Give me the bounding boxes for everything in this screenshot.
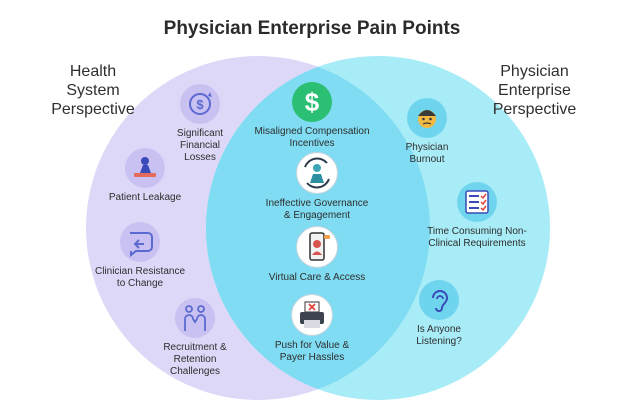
leaving-person-icon [125,148,165,188]
left-item-label: Clinician Resistance to Change [94,266,186,289]
right-item-listening: Is Anyone Listening? [374,280,504,348]
left-item-clinician-resistance: Clinician Resistance to Change [75,222,205,290]
center-item-label: Misaligned Compensation Incentives [254,126,370,149]
right-item-burnout: Physician Burnout [362,98,492,166]
center-item-virtual-care: Virtual Care & Access [252,226,382,284]
printer-icon [291,294,333,336]
undo-arrow-icon [120,222,160,262]
checklist-icon [457,182,497,222]
center-item-label: Push for Value & Payer Hassles [274,340,350,363]
left-heading-text: Health System Perspective [51,63,135,118]
ear-icon [419,280,459,320]
right-item-label: Time Consuming Non- Clinical Requirement… [427,226,527,249]
stressed-face-icon [407,98,447,138]
dollar-icon: $ [292,82,332,122]
center-item-governance: Ineffective Governance & Engagement [252,152,382,222]
center-item-compensation: $ Misaligned Compensation Incentives [247,82,377,150]
two-people-icon [175,298,215,338]
center-item-label: Ineffective Governance & Engagement [265,198,369,221]
left-item-label: Significant Financial Losses [176,128,224,163]
svg-text:$: $ [196,97,204,112]
dollar-refresh-icon: $ [180,84,220,124]
svg-text:$: $ [305,87,320,117]
right-heading-text: Physician Enterprise Perspective [492,63,577,118]
physician-enterprise-heading: Physician Enterprise Perspective [462,62,607,119]
left-item-label: Patient Leakage [108,192,182,203]
page-title: Physician Enterprise Pain Points [163,18,461,39]
right-item-label: Physician Burnout [405,142,449,165]
smartphone-doctor-icon [296,226,338,268]
right-item-non-clinical: Time Consuming Non- Clinical Requirement… [412,182,542,250]
health-system-heading: Health System Perspective [28,62,158,119]
left-item-patient-leakage: Patient Leakage [80,148,210,204]
left-item-financial-losses: $ Significant Financial Losses [135,84,265,164]
right-item-label: Is Anyone Listening? [416,324,462,347]
left-item-recruitment: Recruitment & Retention Challenges [130,298,260,378]
center-item-payer-hassles: Push for Value & Payer Hassles [247,294,377,364]
left-item-label: Recruitment & Retention Challenges [163,342,227,377]
center-item-label: Virtual Care & Access [268,272,366,283]
person-cycle-icon [296,152,338,194]
